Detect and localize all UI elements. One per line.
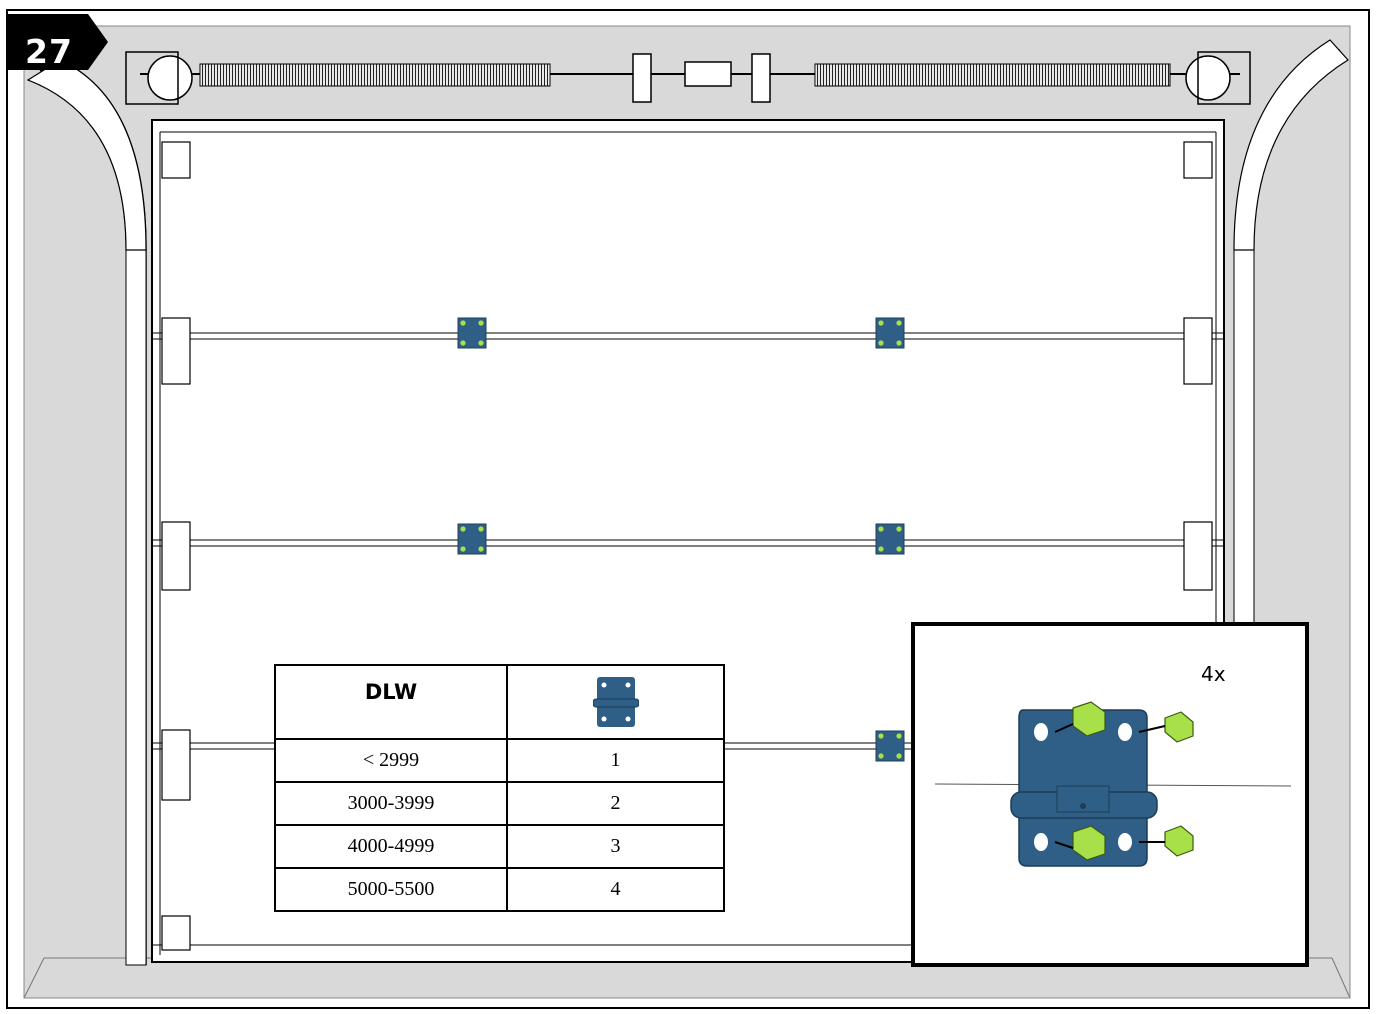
- hinge-screw: [460, 340, 466, 346]
- qty-cell: 1: [506, 738, 725, 783]
- range-cell: 4000-4999: [274, 824, 508, 869]
- hinge-screw: [896, 753, 902, 759]
- range-cell: < 2999: [274, 738, 508, 783]
- hinge-screw: [896, 733, 902, 739]
- hinge-screw: [878, 546, 884, 552]
- hinge-screw: [896, 320, 902, 326]
- hinge-screw: [478, 320, 484, 326]
- hinge-screw: [878, 753, 884, 759]
- hinge-detail-drawing: [934, 701, 1292, 867]
- center-hinges: [457, 317, 905, 762]
- side-brackets: [161, 141, 1213, 951]
- dlw-header: DLW: [274, 664, 508, 740]
- hinge-icon: [592, 677, 639, 727]
- hinge-screw: [896, 340, 902, 346]
- hinge-screw: [878, 526, 884, 532]
- dlw-table-header: DLW: [274, 664, 725, 740]
- qty-cell: 2: [506, 781, 725, 826]
- range-cell: 5000-5500: [274, 867, 508, 912]
- hinge-screw: [878, 320, 884, 326]
- screw-icon: [1072, 701, 1194, 861]
- hinge-header-cell: [506, 664, 725, 740]
- step-badge: 27: [8, 14, 108, 71]
- range-cell: 3000-3999: [274, 781, 508, 826]
- hinge-screw: [478, 526, 484, 532]
- quantity-label: 4x: [1201, 662, 1226, 686]
- frame-border: [6, 9, 1370, 1009]
- hinge-screw: [460, 320, 466, 326]
- hinge-screw: [478, 340, 484, 346]
- hinge-screw: [878, 340, 884, 346]
- hinge-screw: [460, 546, 466, 552]
- hinge-screw: [460, 526, 466, 532]
- torsion-spring-assembly: [125, 51, 1251, 105]
- hinge-screw: [878, 733, 884, 739]
- hinge-detail-inset: 4x: [911, 622, 1309, 967]
- qty-cell: 4: [506, 867, 725, 912]
- hinge-screw: [478, 546, 484, 552]
- hinge-screw: [896, 546, 902, 552]
- qty-cell: 3: [506, 824, 725, 869]
- step-number: 27: [25, 32, 73, 71]
- hinge-screw: [896, 526, 902, 532]
